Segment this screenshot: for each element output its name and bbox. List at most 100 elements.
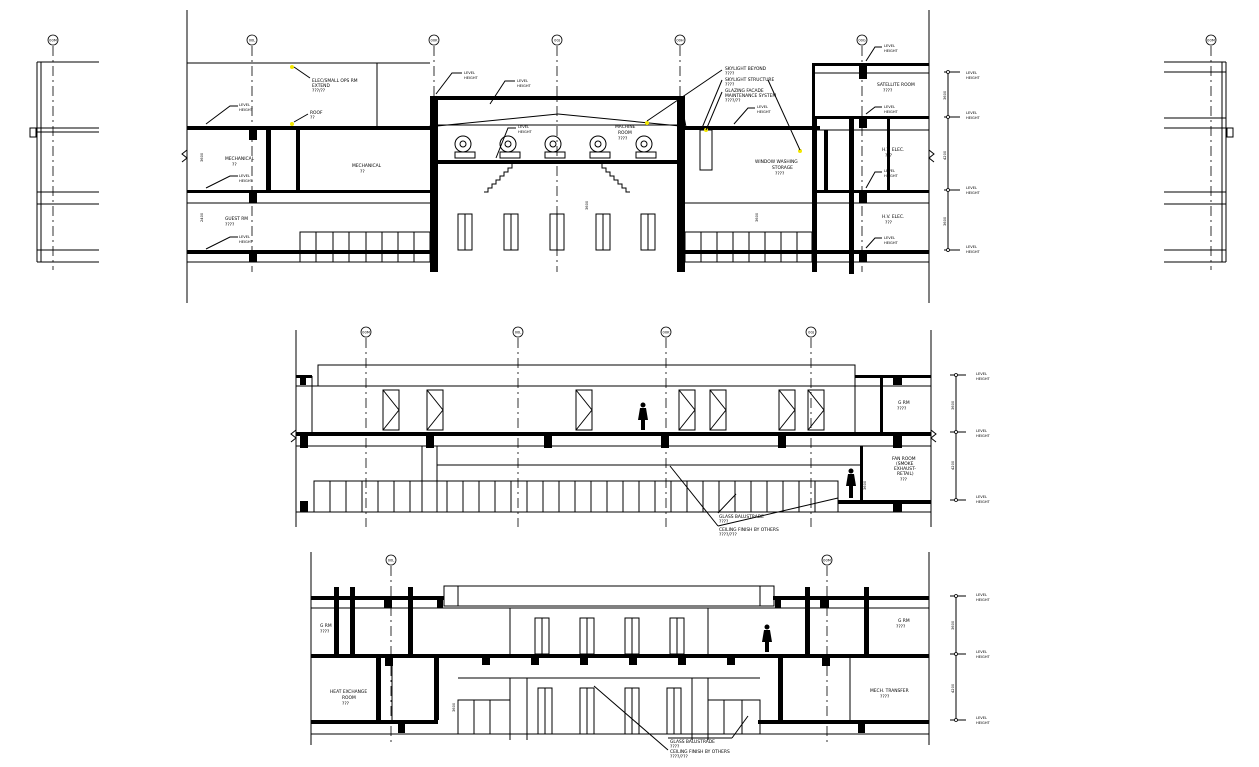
- svg-text:LEVEL: LEVEL: [976, 650, 987, 654]
- level-tag: LEVEL HEIGHT: [865, 44, 899, 62]
- svg-text:ROOM: ROOM: [618, 130, 632, 136]
- dimension-chain-s2: 3600 4200 3600: [863, 373, 966, 502]
- grid-label: 00K: [431, 39, 439, 43]
- svg-text:????: ????: [725, 71, 735, 77]
- svg-text:HEIGHT: HEIGHT: [966, 191, 981, 195]
- right-partial-section: [1164, 46, 1234, 270]
- svg-text:STORAGE: STORAGE: [772, 165, 793, 171]
- dimension-chain-s3: 3600 4200 3600: [452, 594, 966, 722]
- room-label-g-rm-right: G RM ????: [896, 618, 910, 630]
- room-label-hv-elec-lower: H.V. ELEC. ???: [882, 214, 904, 226]
- grid-bubble: 00J: [551, 34, 563, 46]
- svg-text:4200: 4200: [943, 150, 947, 160]
- grid-bubble: 00L: [512, 326, 524, 338]
- human-figure: [638, 402, 648, 430]
- label-skylight-structure: SKYLIGHT STRUCTURE ????: [701, 77, 774, 129]
- svg-text:LEVEL: LEVEL: [976, 429, 987, 433]
- svg-text:LEVEL: LEVEL: [976, 593, 987, 597]
- svg-text:????: ????: [775, 171, 785, 177]
- svg-text:LEVEL: LEVEL: [757, 105, 768, 109]
- svg-text:HEIGHT: HEIGHT: [966, 76, 981, 80]
- grid-label: 00M: [1207, 39, 1215, 43]
- svg-text:HEIGHT: HEIGHT: [976, 434, 991, 438]
- svg-text:FAN ROOM: FAN ROOM: [892, 456, 916, 462]
- svg-text:3600: 3600: [755, 212, 759, 222]
- svg-text:HEIGHT: HEIGHT: [966, 116, 981, 120]
- svg-text:ROOF: ROOF: [310, 110, 323, 116]
- svg-text:RETAIL): RETAIL): [897, 471, 914, 477]
- svg-text:LEVEL: LEVEL: [517, 79, 528, 83]
- svg-text:HEIGHT: HEIGHT: [239, 179, 254, 183]
- section-3: [310, 552, 930, 745]
- svg-text:3600: 3600: [951, 400, 955, 410]
- svg-text:SKYLIGHT BEYOND: SKYLIGHT BEYOND: [725, 66, 767, 72]
- svg-text:WINDOW WASHING: WINDOW WASHING: [755, 159, 798, 165]
- svg-text:HEIGHT: HEIGHT: [239, 108, 254, 112]
- left-partial-section: [29, 46, 99, 270]
- svg-text:????: ????: [320, 629, 330, 635]
- room-label-window-washing-storage: WINDOW WASHING STORAGE ????: [755, 79, 801, 177]
- svg-text:????/???: ????/???: [719, 532, 737, 538]
- room-label-elec-small-ops: ELEC/SMALL OPS RM EXTEND ???/??: [293, 66, 358, 94]
- svg-text:3600: 3600: [951, 620, 955, 630]
- room-label-satellite-room: SATELLITE ROOM ????: [877, 82, 915, 94]
- label-glass-balustrade-s3: GLASS BALUSTRADE ????: [668, 715, 749, 750]
- level-tag-s3-bottom: LEVEL HEIGHT: [976, 716, 991, 725]
- level-tag-s2-mid: LEVEL HEIGHT: [976, 429, 991, 438]
- svg-text:G RM: G RM: [898, 400, 910, 406]
- svg-text:GLASS BALUSTRADE: GLASS BALUSTRADE: [719, 514, 764, 520]
- svg-text:LEVEL: LEVEL: [464, 71, 475, 75]
- svg-text:LEVEL: LEVEL: [976, 372, 987, 376]
- svg-text:HEIGHT: HEIGHT: [884, 110, 899, 114]
- level-tag: LEVEL HEIGHT: [495, 125, 533, 159]
- svg-text:???: ???: [342, 701, 350, 707]
- svg-text:ELEC/SMALL OPS RM: ELEC/SMALL OPS RM: [312, 78, 358, 84]
- svg-text:H.V. ELEC.: H.V. ELEC.: [882, 214, 904, 220]
- svg-text:LEVEL: LEVEL: [966, 111, 977, 115]
- level-tag-s1-l1: LEVEL HEIGHT: [966, 245, 981, 254]
- svg-text:EXHAUST-: EXHAUST-: [894, 466, 916, 472]
- grid-bubble: 00G: [856, 34, 868, 46]
- grid-bubble: 00K: [428, 34, 440, 46]
- svg-text:4200: 4200: [951, 460, 955, 470]
- room-label-hv-elec-upper: H.V. ELEC. ???: [882, 147, 904, 159]
- grid-label: 00M: [823, 559, 831, 563]
- level-tag-s3-top: LEVEL HEIGHT: [976, 593, 991, 602]
- svg-text:???: ???: [900, 477, 908, 483]
- level-tag: LEVEL HEIGHT: [205, 174, 254, 189]
- level-tag: LEVEL HEIGHT: [865, 236, 899, 249]
- svg-text:2400: 2400: [200, 212, 204, 222]
- grid-bubble: 00L: [246, 34, 258, 46]
- svg-text:LEVEL: LEVEL: [239, 235, 250, 239]
- svg-text:GLASS BALUSTRADE: GLASS BALUSTRADE: [670, 739, 715, 745]
- svg-text:MECHANICAL: MECHANICAL: [225, 156, 255, 162]
- label-skylight-beyond: SKYLIGHT BEYOND ????: [646, 66, 767, 122]
- svg-text:GLAZING FACADE: GLAZING FACADE: [725, 88, 764, 94]
- svg-text:HEIGHT: HEIGHT: [464, 76, 479, 80]
- svg-text:3600: 3600: [200, 152, 204, 162]
- room-label-mechanical-center: MECHANICAL ??: [352, 163, 382, 175]
- svg-text:HEIGHT: HEIGHT: [976, 721, 991, 725]
- svg-text:????: ????: [719, 519, 729, 525]
- svg-text:LEVEL: LEVEL: [966, 71, 977, 75]
- level-tag: LEVEL HEIGHT: [865, 105, 899, 115]
- svg-text:LEVEL: LEVEL: [976, 495, 987, 499]
- level-tag-s1-l2: LEVEL HEIGHT: [966, 186, 981, 195]
- svg-text:HEIGHT: HEIGHT: [966, 250, 981, 254]
- section-2: [290, 330, 937, 527]
- level-tag: LEVEL HEIGHT: [435, 71, 479, 95]
- svg-text:LEVEL: LEVEL: [884, 44, 895, 48]
- svg-text:LEVEL: LEVEL: [976, 716, 987, 720]
- room-label-g-rm: G RM ????: [897, 400, 910, 412]
- grid-bubble: 00L: [385, 554, 397, 566]
- room-label-roof: ROOF ??: [293, 110, 323, 123]
- grid-bubble: 00H: [674, 34, 686, 46]
- exhaust-fan-units: [454, 135, 657, 159]
- room-label-g-rm-left: G RM ????: [320, 623, 332, 635]
- grid-bubble-left-edge: 00M: [47, 34, 59, 46]
- level-tag: LEVEL HEIGHT: [733, 105, 772, 125]
- storefront-right: [684, 231, 813, 263]
- svg-text:LEVEL: LEVEL: [966, 245, 977, 249]
- level-tag-s1-l3: LEVEL HEIGHT: [966, 111, 981, 120]
